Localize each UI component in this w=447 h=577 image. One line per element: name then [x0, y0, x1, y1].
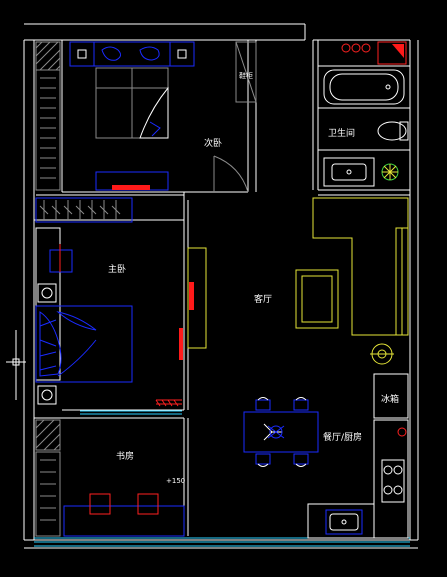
study-room: [34, 417, 189, 537]
label-study: 书房: [116, 450, 134, 462]
master-bedroom: [34, 197, 189, 415]
label-living-room: 客厅: [254, 293, 272, 305]
bottom-window: [34, 537, 410, 547]
label-fridge: 冰箱: [381, 393, 399, 405]
second-bedroom: [35, 40, 257, 200]
bathroom: [312, 40, 410, 196]
kitchen-counter: [312, 197, 409, 336]
room-labels: 次卧 鞋柜 卫生间 主卧 客厅 冰箱 餐厅/厨房 书房 +150: [108, 71, 399, 485]
outer-walls: [23, 23, 419, 549]
label-bathroom: 卫生间: [328, 127, 355, 139]
label-shoe-cabinet: 鞋柜: [239, 71, 253, 80]
label-second-bedroom: 次卧: [204, 137, 222, 149]
label-dining-kitchen: 餐厅/厨房: [323, 431, 362, 443]
shoe-cabinet: [235, 41, 257, 103]
label-height-mark: +150: [166, 477, 185, 485]
dining-kitchen: [243, 343, 409, 539]
label-master-bedroom: 主卧: [108, 263, 126, 275]
living-room: [187, 247, 339, 349]
crosshair-icon: [6, 330, 26, 400]
